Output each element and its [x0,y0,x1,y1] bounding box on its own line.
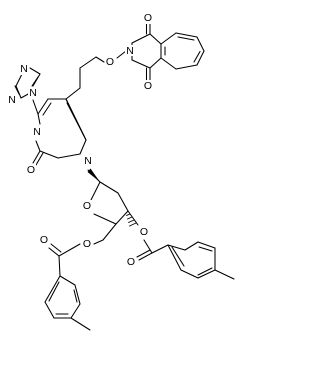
atom-label-o-sugar-ring: O [83,200,91,212]
atom-label-n-phthalimide: N [126,45,134,57]
atom-label-n-triazole-top: N [20,63,28,75]
atom-label-n-pyrimidine-n1: N [84,155,92,167]
bond-lines [14,21,235,331]
atom-labels: O N O O N N N N N O O O O O O [7,12,153,268]
atom-label-o-carbonyl-3prime: O [127,256,135,268]
atom-label-o-phthalimide-bottom: O [144,80,152,92]
atom-label-o-carbonyl-pyrimidine: O [27,164,35,176]
stereo-bonds [87,168,137,242]
chemical-structure-svg: O N O O N N N N N O O O O O O [7,12,235,331]
atom-label-o-carbonyl-5prime: O [40,234,48,246]
atom-label-n-pyrimidine-n3: N [33,126,41,138]
atom-label-o-phthalimide-top: O [144,12,152,24]
atom-label-o-ester-3prime: O [140,226,148,238]
atom-label-o-ether: O [106,56,114,68]
atom-label-n-triazole-linked: N [29,87,37,99]
molecule-structure-diagram: O N O O N N N N N O O O O O O [7,12,235,331]
atom-label-o-ester-5prime: O [83,238,91,250]
atom-label-n-triazole-left: N [8,94,16,106]
